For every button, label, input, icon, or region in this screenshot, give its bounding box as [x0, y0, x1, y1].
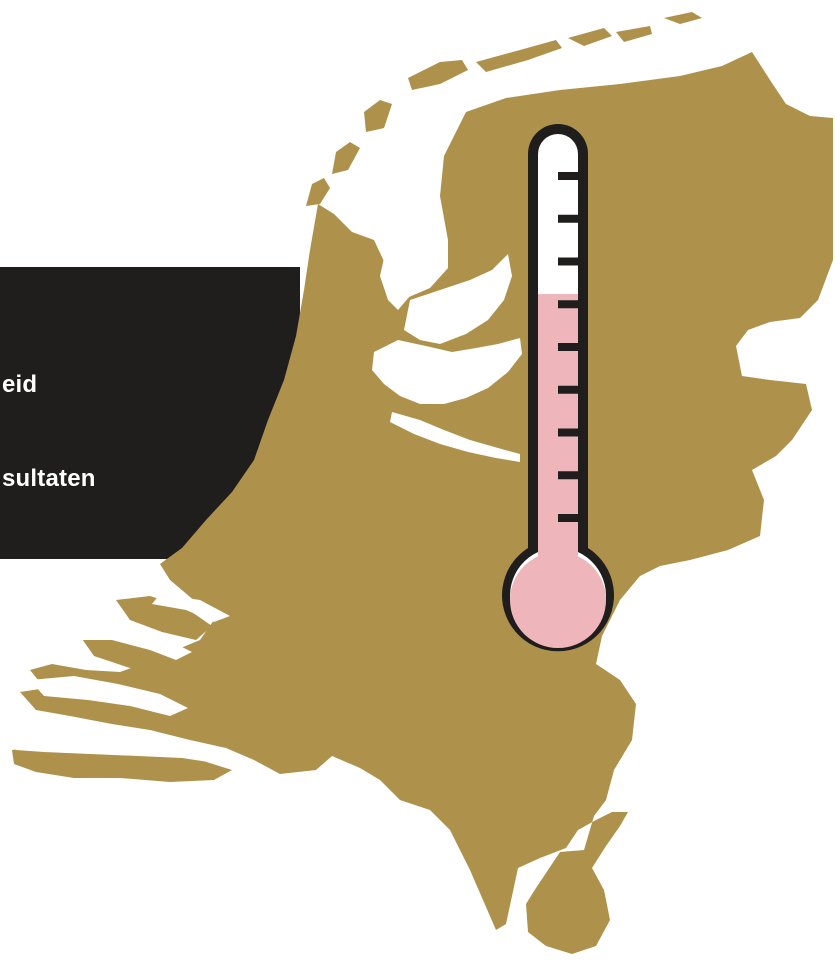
delta-water	[30, 676, 188, 716]
river-channel	[390, 412, 520, 462]
wadden-island	[568, 28, 612, 46]
wadden-island	[364, 100, 392, 132]
mainland	[30, 52, 833, 954]
ijsselmeer	[380, 196, 440, 310]
thermometer-tick	[558, 214, 580, 223]
water-areas	[10, 196, 522, 764]
ijsselmeer	[404, 254, 512, 344]
wadden-island	[306, 178, 330, 206]
text-banner: eid sultaten	[0, 267, 300, 559]
wadden-island	[408, 60, 468, 90]
delta-water	[10, 734, 236, 764]
thermometer-ticks	[558, 172, 580, 522]
thermometer-tick	[558, 471, 580, 480]
wadden-island	[664, 12, 702, 24]
thermometer-tick	[558, 172, 580, 180]
banner-text-line-2: sultaten	[2, 465, 96, 492]
thermometer-tick	[558, 343, 580, 351]
delta-island	[12, 744, 232, 782]
thermometer-tick	[558, 428, 580, 437]
thermometer-tick	[558, 514, 580, 522]
banner-text-line-1: eid	[2, 371, 38, 398]
wadden-island	[332, 142, 360, 174]
thermometer-tick	[558, 300, 580, 309]
thermometer-tick	[558, 385, 580, 394]
delta-island	[116, 596, 212, 640]
delta-water	[74, 624, 192, 660]
markermeer	[372, 338, 522, 404]
delta-water	[152, 594, 230, 622]
wadden-island	[616, 26, 652, 42]
mercury-bulb	[510, 552, 606, 648]
map-shape	[12, 12, 833, 954]
thermometer-tick	[558, 257, 580, 266]
wadden-island	[476, 40, 562, 72]
delta-island	[80, 632, 190, 674]
